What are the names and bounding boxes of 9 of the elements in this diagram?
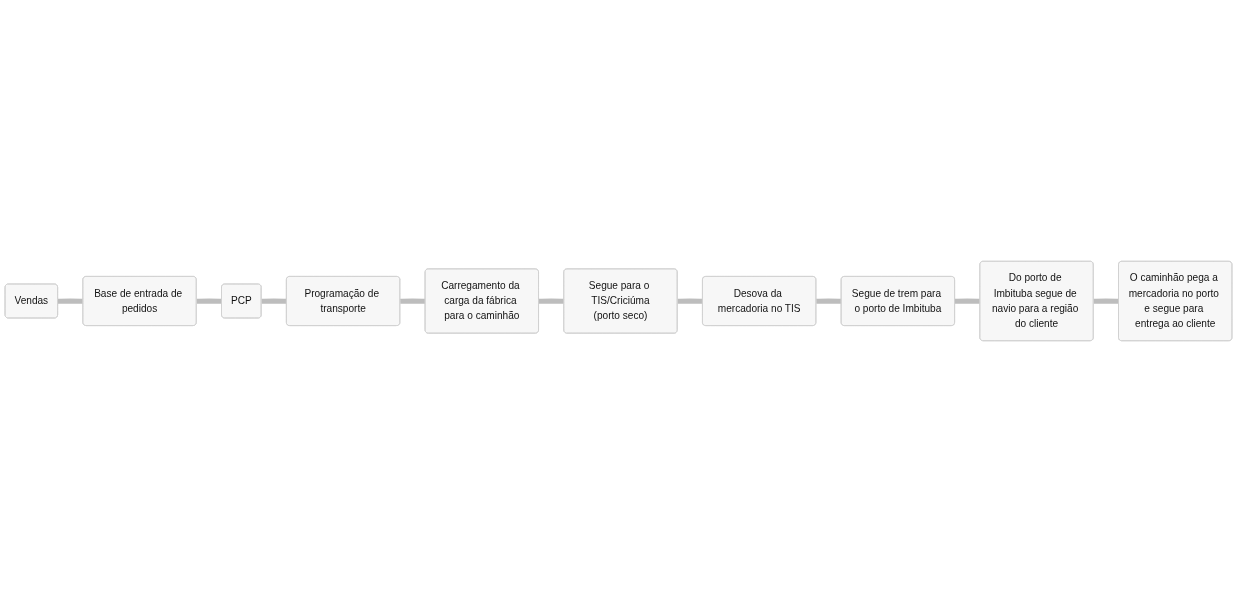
connector xyxy=(677,298,704,304)
connector xyxy=(815,298,842,304)
connector xyxy=(954,298,981,304)
connector xyxy=(196,298,223,304)
connector xyxy=(1093,298,1120,304)
connector xyxy=(261,298,288,304)
connector xyxy=(538,298,565,304)
connector xyxy=(399,298,426,304)
connector xyxy=(57,298,84,304)
